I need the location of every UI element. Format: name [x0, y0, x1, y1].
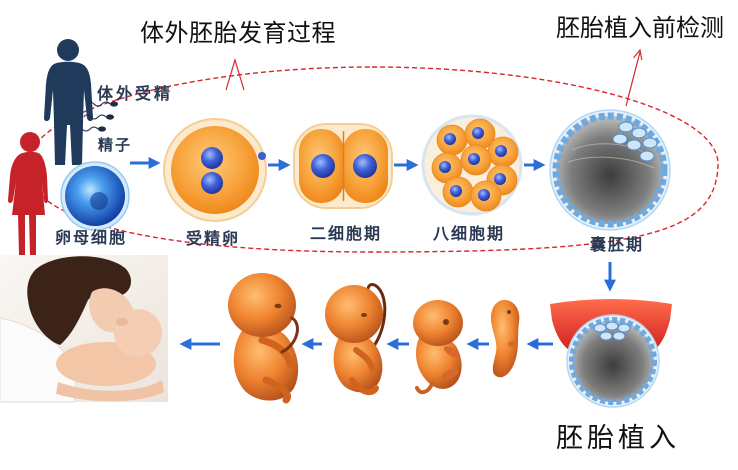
pgt-connector-arrowhead [633, 48, 643, 60]
pronucleus [201, 147, 223, 169]
embryo-early [491, 299, 520, 378]
two-cell-label: 二细胞期 [310, 224, 383, 243]
blastocyst [549, 109, 671, 231]
mother-and-baby-photo [0, 255, 168, 403]
ivf-label: 体外受精 [97, 84, 174, 103]
implantation-label: 胚胎植入 [556, 423, 680, 454]
implanted-blastocyst [550, 299, 672, 408]
embryo-late [413, 300, 463, 395]
eight-cell-label: 八细胞期 [433, 224, 506, 243]
female-silhouette [8, 132, 48, 255]
pronucleus [201, 172, 223, 194]
mother-arm [56, 380, 164, 402]
oocyte-cell [60, 161, 130, 231]
pgt-label: 胚胎植入前检测 [556, 14, 724, 42]
blastocyst-label: 囊胚期 [590, 235, 645, 254]
polar-body [258, 152, 266, 160]
title-connector-line [225, 57, 245, 91]
baby-head [114, 309, 162, 357]
two-cell-embryo [293, 123, 393, 209]
zygote-label: 受精卵 [186, 229, 241, 248]
oocyte-label: 卵母细胞 [55, 228, 128, 247]
sperm-cells [81, 101, 118, 132]
male-silhouette [44, 39, 93, 165]
zygote-cell [163, 118, 267, 222]
mother-hair [27, 256, 132, 345]
sperm-label: 精子 [98, 136, 133, 154]
pgt-connector-line [625, 51, 641, 107]
process-boundary-ellipse [26, 66, 719, 253]
inner-cell-mass [612, 121, 658, 162]
eight-cell-embryo [421, 114, 523, 216]
fetus-early [325, 283, 387, 396]
fetus-late [228, 273, 299, 404]
diagram-title: 体外胚胎发育过程 [140, 19, 336, 47]
